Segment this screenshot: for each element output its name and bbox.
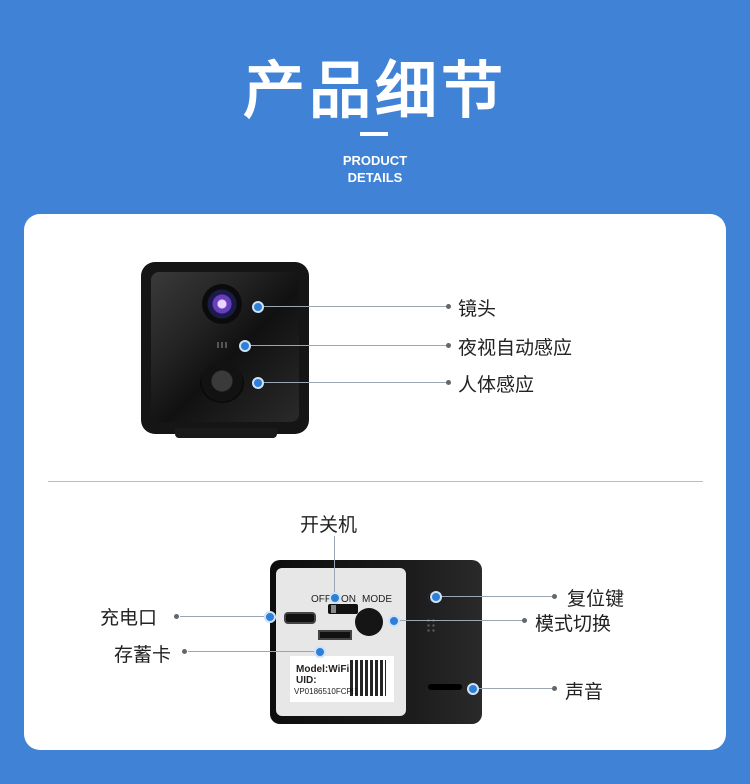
sd-slot-icon (318, 630, 352, 640)
sound-callout-dot (467, 683, 479, 695)
night-vision-callout-bullet (446, 343, 451, 348)
sound-callout-bullet (552, 686, 557, 691)
pir-sensor-icon (200, 363, 244, 403)
memory-callout-dot (314, 646, 326, 658)
night-vision-sensor-icon (217, 342, 229, 348)
lens-icon (202, 284, 242, 324)
section-divider (48, 481, 703, 482)
mode-label: MODE (362, 594, 392, 605)
memory-callout-line (188, 651, 318, 652)
model-text: Model:WiFi (296, 664, 350, 675)
mode-callout-bullet (522, 618, 527, 623)
serial-text: VP0186510FCPE (294, 687, 358, 696)
reset-key-label: 复位键 (567, 588, 625, 610)
reset-callout-bullet (552, 594, 557, 599)
mode-switch-label: 模式切换 (535, 613, 612, 635)
power-callout-line (334, 536, 335, 598)
subtitle-line-2: DETAILS (347, 170, 403, 185)
lens-callout-line (264, 306, 446, 307)
title-divider (360, 132, 388, 136)
pir-callout-line (264, 382, 446, 383)
power-callout-dot (329, 592, 341, 604)
reset-callout-dot (430, 591, 442, 603)
pir-callout-dot (252, 377, 264, 389)
night-vision-callout-line (251, 345, 446, 346)
charging-callout-dot (264, 611, 276, 623)
night-vision-callout-dot (239, 340, 251, 352)
page-subtitle: PRODUCT DETAILS (0, 152, 750, 186)
power-switch (328, 604, 358, 614)
usb-port-icon (284, 612, 316, 624)
on-label: ON (341, 594, 356, 605)
lens-label: 镜头 (458, 298, 497, 320)
pir-callout-bullet (446, 380, 451, 385)
pir-label: 人体感应 (458, 374, 535, 396)
lens-callout-dot (252, 301, 264, 313)
sound-label: 声音 (565, 681, 604, 703)
mode-callout-dot (388, 615, 400, 627)
lens-callout-bullet (446, 304, 451, 309)
mode-callout-line (400, 620, 522, 621)
reset-callout-line (442, 596, 552, 597)
side-vent-icon (426, 618, 436, 632)
page-title: 产品细节 (242, 54, 507, 127)
mode-button-icon (355, 608, 383, 636)
night-vision-label: 夜视自动感应 (458, 337, 573, 359)
subtitle-line-1: PRODUCT (342, 153, 408, 168)
memory-callout-bullet (182, 649, 187, 654)
qr-code-icon (350, 660, 386, 696)
memory-card-label: 存蓄卡 (114, 644, 172, 666)
camera-front-base (175, 428, 277, 438)
off-label: OFF (311, 594, 331, 605)
charging-port-label: 充电口 (100, 607, 158, 629)
uid-text: UID: (296, 675, 317, 686)
charging-callout-line (180, 616, 266, 617)
charging-callout-bullet (174, 614, 179, 619)
speaker-slot-icon (428, 684, 462, 690)
power-switch-knob (331, 605, 336, 613)
power-switch-label: 开关机 (300, 514, 358, 536)
sound-callout-line (479, 688, 552, 689)
